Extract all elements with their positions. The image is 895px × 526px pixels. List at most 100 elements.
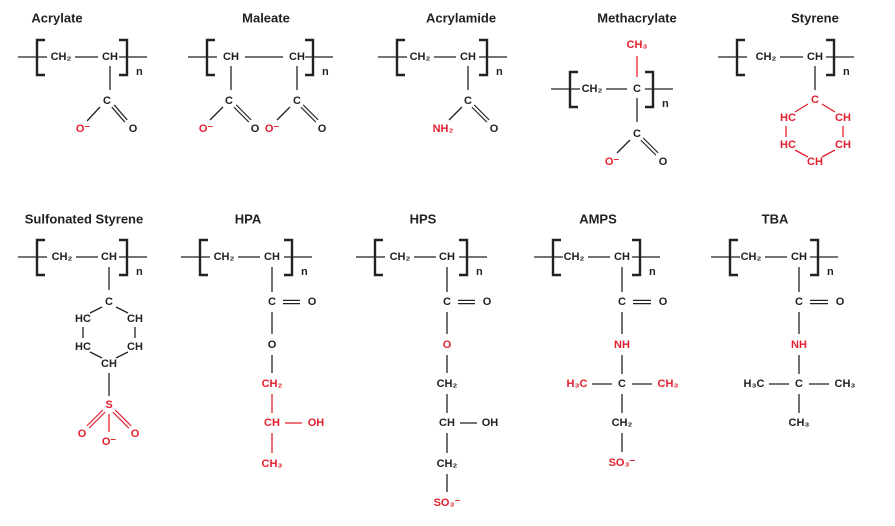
- molecule-title: HPS: [410, 212, 437, 227]
- repeat-unit-subscript: n: [322, 66, 329, 78]
- left-bracket: [205, 38, 215, 77]
- molecule-title: Sulfonated Styrene: [25, 212, 143, 227]
- double-bond: [235, 104, 252, 121]
- double-bond: [233, 106, 250, 123]
- atom-label: C: [633, 128, 641, 140]
- atom-label: C: [633, 83, 641, 95]
- atom-label: CH₂: [741, 251, 762, 263]
- atom-label: CH₂: [390, 251, 411, 263]
- repeat-unit-subscript: n: [476, 266, 483, 278]
- repeat-unit-subscript: n: [649, 266, 656, 278]
- molecule-title: HPA: [235, 212, 262, 227]
- atom-label: CH: [223, 51, 239, 63]
- atom-label: CH: [264, 417, 280, 429]
- bond: [616, 139, 631, 154]
- atom-label: C: [618, 378, 626, 390]
- atom-label: O: [78, 428, 87, 440]
- bond: [448, 106, 463, 121]
- atom-label: C: [811, 94, 819, 106]
- atom-label: CH₂: [437, 458, 458, 470]
- atom-label: CH: [835, 112, 851, 124]
- atom-label: C: [795, 296, 803, 308]
- atom-label: HC: [75, 341, 91, 353]
- right-bracket: [645, 70, 655, 109]
- atom-label: O: [268, 339, 277, 351]
- atom-label: O: [131, 428, 140, 440]
- atom-label: CH₃: [262, 458, 283, 470]
- atom-label: O: [483, 296, 492, 308]
- atom-label: C: [795, 378, 803, 390]
- atom-label: CH: [101, 358, 117, 370]
- atom-label: NH: [614, 339, 630, 351]
- left-bracket: [728, 238, 738, 277]
- atom-label: CH: [101, 251, 117, 263]
- right-bracket: [119, 238, 129, 277]
- bond: [89, 306, 103, 314]
- right-bracket: [826, 38, 836, 77]
- atom-label: O: [318, 123, 327, 135]
- bond: [86, 106, 101, 122]
- atom-label: HC: [780, 112, 796, 124]
- repeat-unit-subscript: n: [136, 66, 143, 78]
- atom-label: CH: [835, 139, 851, 151]
- right-bracket: [305, 38, 315, 77]
- atom-label: O: [490, 123, 499, 135]
- molecule-title: Methacrylate: [597, 11, 676, 26]
- repeat-unit-subscript: n: [843, 66, 850, 78]
- right-bracket: [810, 238, 820, 277]
- repeat-unit-subscript: n: [662, 98, 669, 110]
- atom-label: O: [659, 156, 668, 168]
- atom-label: C: [618, 296, 626, 308]
- atom-label: C: [268, 296, 276, 308]
- atom-label: C: [443, 296, 451, 308]
- atom-label: HC: [75, 313, 91, 325]
- bond: [794, 149, 809, 158]
- repeat-unit-subscript: n: [827, 266, 834, 278]
- atom-label: C: [225, 95, 233, 107]
- atom-label: CH₂: [214, 251, 235, 263]
- right-bracket: [632, 238, 642, 277]
- bond: [794, 103, 809, 113]
- molecule-title: AMPS: [579, 212, 617, 227]
- left-bracket: [373, 238, 383, 277]
- atom-label: CH: [127, 313, 143, 325]
- double-bond: [473, 104, 490, 121]
- atom-label: CH₂: [51, 51, 72, 63]
- molecule-title: TBA: [762, 212, 789, 227]
- left-bracket: [568, 70, 578, 109]
- atom-label: O: [251, 123, 260, 135]
- atom-label: CH: [439, 417, 455, 429]
- atom-label: SO₃⁻: [609, 457, 636, 469]
- atom-label: C: [103, 95, 111, 107]
- atom-label: CH₂: [564, 251, 585, 263]
- double-bond: [114, 409, 132, 427]
- atom-label: O: [129, 123, 138, 135]
- bond: [115, 351, 129, 359]
- bond: [821, 103, 836, 113]
- double-bond: [112, 411, 130, 429]
- atom-label: O⁻: [605, 156, 620, 168]
- double-bond: [642, 137, 659, 154]
- atom-label: CH₂: [612, 417, 633, 429]
- atom-label: O: [659, 296, 668, 308]
- bond: [209, 106, 224, 121]
- bond: [821, 149, 836, 158]
- atom-label: CH: [439, 251, 455, 263]
- molecule-title: Acrylamide: [426, 11, 496, 26]
- left-bracket: [35, 38, 45, 77]
- atom-label: CH: [460, 51, 476, 63]
- molecule-title: Styrene: [791, 11, 839, 26]
- atom-label: C: [293, 95, 301, 107]
- atom-label: CH₂: [52, 251, 73, 263]
- atom-label: CH: [791, 251, 807, 263]
